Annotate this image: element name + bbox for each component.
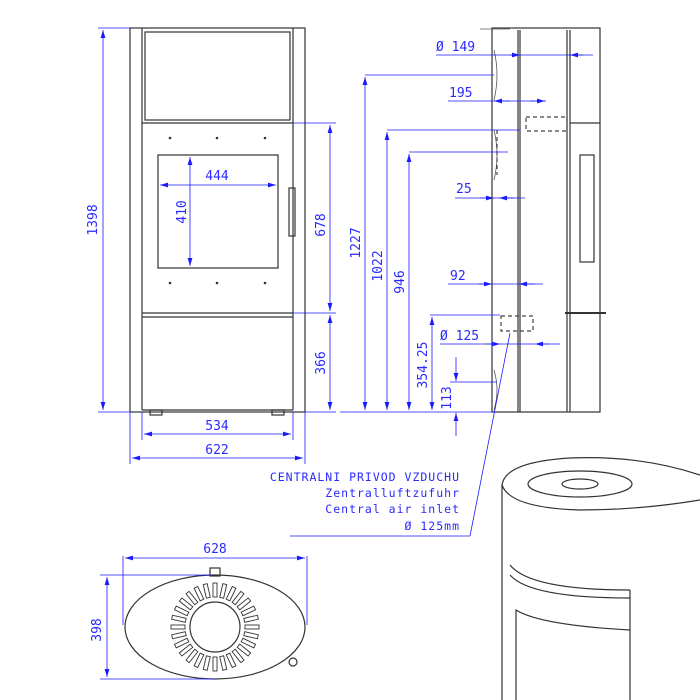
dim-base-height: 366 <box>314 351 329 374</box>
vent-slot <box>171 614 187 623</box>
svg-text:Ø 125mm: Ø 125mm <box>405 519 460 533</box>
dim-1227: 1227 <box>349 227 364 258</box>
dim-door-height: 678 <box>314 213 329 236</box>
vent-slot <box>178 597 194 611</box>
dim-glass-width: 444 <box>205 169 229 184</box>
svg-text:CENTRALNI PRIVOD VZDUCHU: CENTRALNI PRIVOD VZDUCHU <box>270 470 460 484</box>
glass-window <box>157 154 279 269</box>
dim-113: 113 <box>440 386 455 409</box>
vent-slot <box>193 585 205 602</box>
dim-top-width: 628 <box>203 542 226 557</box>
vent-slot <box>212 656 218 672</box>
vent-slot <box>231 590 245 606</box>
svg-text:Central air inlet: Central air inlet <box>325 502 460 516</box>
vent-slot <box>173 605 190 617</box>
door-handle <box>288 187 296 237</box>
perspective-view <box>501 457 700 700</box>
vent-slot <box>185 590 199 606</box>
vent-slot <box>202 655 211 671</box>
front-view <box>129 27 306 416</box>
svg-text:Zentralluftzufuhr: Zentralluftzufuhr <box>325 486 460 500</box>
top-view: 628 398 <box>90 542 308 680</box>
vent-slot <box>219 583 228 599</box>
vent-slot <box>170 624 186 630</box>
vent-slot <box>240 637 257 649</box>
dim-1022: 1022 <box>371 250 386 281</box>
vent-slot <box>236 597 252 611</box>
vent-slot <box>202 583 211 599</box>
dim-946: 946 <box>393 270 408 293</box>
dim-inner-width: 534 <box>205 419 229 434</box>
vent-slot <box>243 631 259 640</box>
vent-slot <box>173 637 190 649</box>
vent-slot <box>212 582 218 598</box>
dim-glass-height: 410 <box>175 200 190 223</box>
dim-92: 92 <box>450 269 466 284</box>
vent-slot <box>185 648 199 664</box>
vent-slot <box>244 624 260 630</box>
dim-top-depth: 398 <box>90 618 105 641</box>
vent-slot <box>219 655 228 671</box>
vent-slot <box>240 605 257 617</box>
dim-height: 1398 <box>86 204 101 235</box>
dim-flue-diameter: Ø 149 <box>436 40 475 55</box>
dim-25: 25 <box>456 182 472 197</box>
dim-total-width: 622 <box>205 443 228 458</box>
vent-slot <box>193 652 205 669</box>
side-dimensions: Ø 149 195 1227 1022 946 25 92 354.25 Ø 1… <box>340 40 593 436</box>
front-dimensions: 1398 678 366 534 622 444 410 <box>86 27 336 464</box>
side-view <box>480 27 606 413</box>
vent-slot <box>178 643 194 657</box>
vent-slot <box>231 648 245 664</box>
dim-354: 354.25 <box>416 342 431 389</box>
air-inlet-callout: CENTRALNI PRIVOD VZDUCHU Zentralluftzufu… <box>270 332 511 537</box>
vent-slot <box>171 631 187 640</box>
vent-slot <box>243 614 259 623</box>
dim-flue-offset: 195 <box>449 86 472 101</box>
vent-slot <box>225 652 237 669</box>
vent-slot <box>225 585 237 602</box>
dim-air-diameter: Ø 125 <box>440 329 479 344</box>
vent-slot <box>236 643 252 657</box>
